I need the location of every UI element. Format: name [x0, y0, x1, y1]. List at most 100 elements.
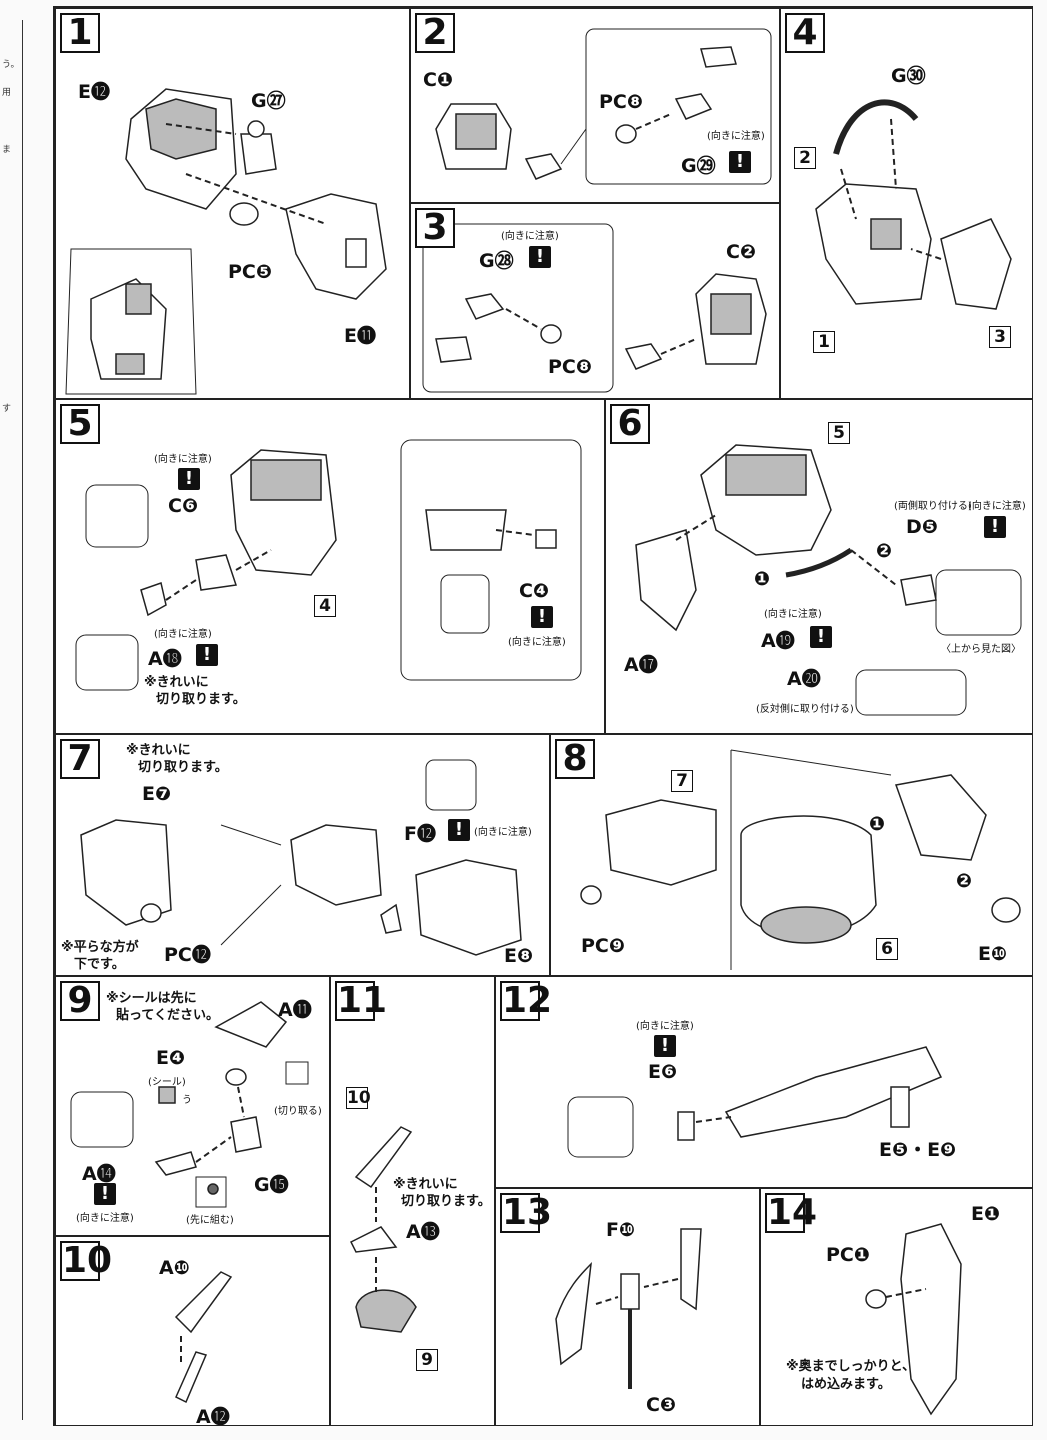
press-note: はめ込みます。 [801, 1377, 891, 1392]
part-label: PC❺ [228, 261, 272, 283]
flat-side-note: ※平らな方が [61, 940, 139, 955]
step-7-diagram [80, 759, 522, 956]
part-label: E❼ [142, 783, 172, 805]
step-number: 2 [415, 13, 455, 53]
step-number: 11 [335, 980, 388, 1021]
step-4-diagram [815, 99, 1012, 310]
step-number: 6 [610, 404, 650, 444]
part-label: A⓱ [624, 654, 658, 676]
caution-icon: ! [810, 626, 832, 648]
cut-note: ※きれいに [126, 743, 191, 758]
step-ref: 2 [794, 147, 816, 169]
part-label: PC❾ [581, 935, 625, 957]
edge-text: 用 [2, 88, 12, 98]
step-6-diagram [635, 444, 1022, 716]
part-label: G㉚ [891, 65, 926, 87]
step-number: 10 [60, 1240, 113, 1281]
step-number: 9 [60, 981, 100, 1021]
direction-note: (向きに注意) [154, 629, 212, 640]
step-7-panel: 7 ※きれいに 切り取ります。 E❼ F⓬ ! (向きに注意) ※平らな方が 下… [55, 734, 550, 976]
part-label: A⓲ [148, 648, 182, 670]
order-marker: ❷ [956, 870, 973, 892]
part-label: A❿ [159, 1257, 190, 1279]
step-ref: 9 [416, 1349, 438, 1371]
step-ref: 7 [671, 770, 693, 792]
step-number: 5 [60, 404, 100, 444]
direction-note: (向きに注意) [76, 1213, 134, 1224]
part-label: E⓬ [78, 81, 110, 103]
part-label: E❶ [971, 1203, 1001, 1225]
cut-note: 切り取ります。 [401, 1194, 491, 1209]
direction-note: (向きに注意) [636, 1021, 694, 1032]
part-label: D❺ [906, 516, 938, 538]
step-number: 8 [555, 739, 595, 779]
step-11-diagram [349, 1126, 417, 1333]
direction-note: (向きに注意) [474, 827, 532, 838]
direction-note: (向きに注意) [508, 637, 566, 648]
edge-text: す [2, 404, 12, 414]
caution-icon: ! [984, 516, 1006, 538]
part-label: C❶ [423, 69, 454, 91]
part-label: C❷ [726, 241, 757, 263]
caution-icon: ! [94, 1183, 116, 1205]
part-label: A⓳ [761, 630, 795, 652]
step-10-panel: 10 A❿ A⓬ [55, 1236, 330, 1426]
step-number: 3 [415, 208, 455, 248]
caution-icon: ! [531, 606, 553, 628]
step-4-panel: 4 G㉚ 2 1 3 [780, 8, 1033, 399]
direction-note: (向きに注意) [764, 609, 822, 620]
step-8-diagram [580, 749, 1021, 970]
step-ref: 3 [989, 326, 1011, 348]
step-2-panel: 2 C❶ PC❽ (向きに注意) G㉙ ! [410, 8, 780, 203]
part-label: E❹ [156, 1047, 186, 1069]
step-3-diagram [422, 223, 767, 393]
part-label: PC⓬ [164, 944, 211, 966]
part-label: E❻ [648, 1061, 678, 1083]
direction-note: (向きに注意) [707, 131, 765, 142]
top-view-note: 〈上から見た図〉 [941, 644, 1021, 655]
step-1-diagram [65, 88, 387, 395]
step-2-diagram [435, 28, 772, 185]
step-number: 1 [60, 13, 100, 53]
step-3-panel: 3 (向きに注意) G㉘ ! C❷ PC❽ [410, 203, 780, 399]
caution-icon: ! [729, 151, 751, 173]
step-ref: 5 [828, 422, 850, 444]
step-ref: 1 [813, 331, 835, 353]
part-label: PC❽ [599, 91, 643, 113]
seal-label: (シール) [148, 1077, 186, 1088]
step-number: 12 [500, 980, 553, 1021]
step-10-diagram [174, 1271, 233, 1404]
part-label: F⓬ [404, 823, 436, 845]
step-5-panel: 5 (向きに注意) ! C❻ C❹ ! (向きに注意) (向きに注意) A⓲ !… [55, 399, 605, 734]
step-9-diagram [70, 1001, 309, 1208]
step-ref: 10 [346, 1087, 371, 1109]
part-label: A⓭ [406, 1221, 440, 1243]
cut-note: 切り取ります。 [156, 692, 246, 707]
step-14-diagram [865, 1223, 962, 1416]
part-label: PC❶ [826, 1244, 870, 1266]
cut-note: ※きれいに [144, 675, 209, 690]
part-label: C❹ [519, 580, 550, 602]
both-sides-note: (両側取り付ける) [894, 501, 972, 512]
step-5-diagram [75, 439, 582, 691]
part-label: E⓫ [344, 325, 376, 347]
step-1-panel: 1 E⓬ G㉗ PC❺ E⓫ [55, 8, 410, 399]
part-label: E❺・E❾ [879, 1139, 957, 1161]
step-13-diagram [555, 1228, 702, 1389]
seal-first-note: 貼ってください。 [116, 1008, 219, 1023]
part-label: G㉙ [681, 155, 716, 177]
step-number: 4 [785, 13, 825, 53]
step-13-panel: 13 F❿ C❸ [495, 1188, 760, 1426]
part-label: A⓴ [787, 668, 821, 690]
order-marker: ❶ [754, 568, 771, 590]
press-note: ※奥までしっかりと、 [786, 1359, 916, 1374]
step-14-panel: 14 E❶ PC❶ ※奥までしっかりと、 はめ込みます。 [760, 1188, 1033, 1426]
step-8-panel: 8 7 6 ❶ ❷ PC❾ E❿ [550, 734, 1033, 976]
step-number: 13 [500, 1192, 553, 1233]
seal-mark: う [182, 1095, 192, 1106]
cut-off-note: (切り取る) [274, 1106, 322, 1117]
flat-side-note: 下です。 [74, 957, 125, 972]
step-ref: 4 [314, 595, 336, 617]
part-label: PC❽ [548, 356, 592, 378]
caution-icon: ! [654, 1035, 676, 1057]
